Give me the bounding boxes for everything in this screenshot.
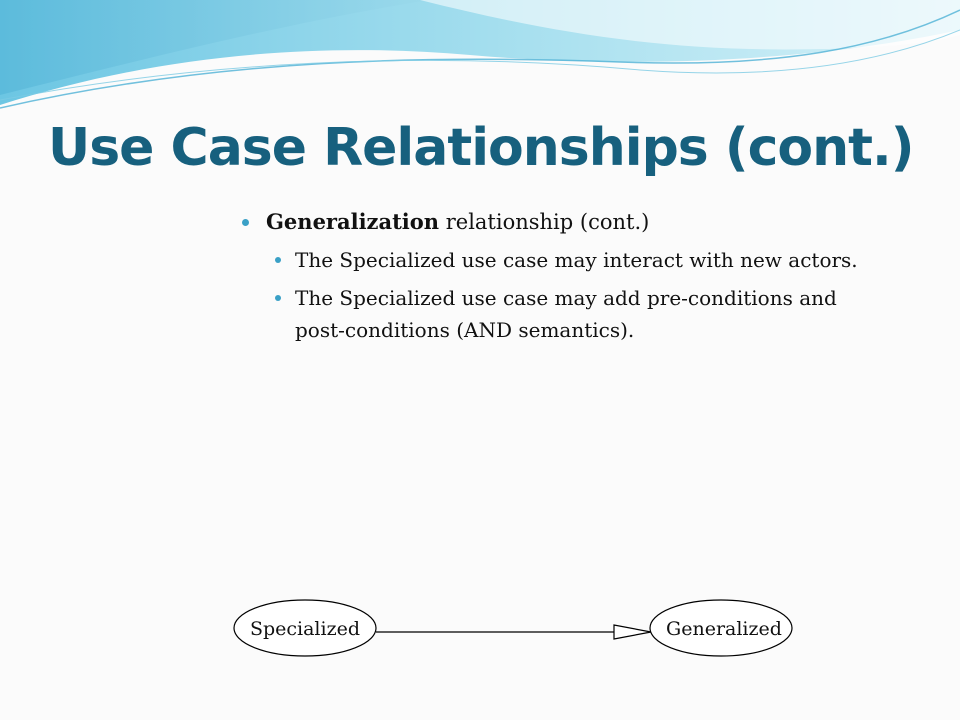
bullet-rest-text: relationship (cont.) [439, 210, 650, 234]
sub-bullet-dot-icon [275, 257, 281, 263]
specialized-label: Specialized [250, 618, 360, 640]
bullet-bold-term: Generalization [266, 209, 440, 234]
sub-bullet-new-actors: The Specialized use case may interact wi… [240, 244, 880, 276]
sub-bullet-text: The Specialized use case may add pre-con… [295, 286, 837, 342]
bullet-dot-icon [242, 219, 249, 226]
generalization-diagram: Specialized Generalized [233, 599, 793, 657]
bullet-generalization: Generalization relationship (cont.) [240, 206, 880, 238]
generalized-use-case-ellipse [649, 599, 793, 657]
sub-bullet-dot-icon [275, 295, 281, 301]
sub-bullet-conditions: The Specialized use case may add pre-con… [240, 282, 880, 346]
specialized-use-case-ellipse [233, 599, 377, 657]
header-wave-decoration [0, 0, 960, 109]
slide-title: Use Case Relationships (cont.) [48, 118, 915, 178]
sub-bullet-text: The Specialized use case may interact wi… [295, 248, 858, 272]
generalized-label: Generalized [666, 618, 782, 640]
generalization-arrow-head-icon [613, 624, 652, 640]
bullet-list: Generalization relationship (cont.) The … [240, 206, 880, 346]
